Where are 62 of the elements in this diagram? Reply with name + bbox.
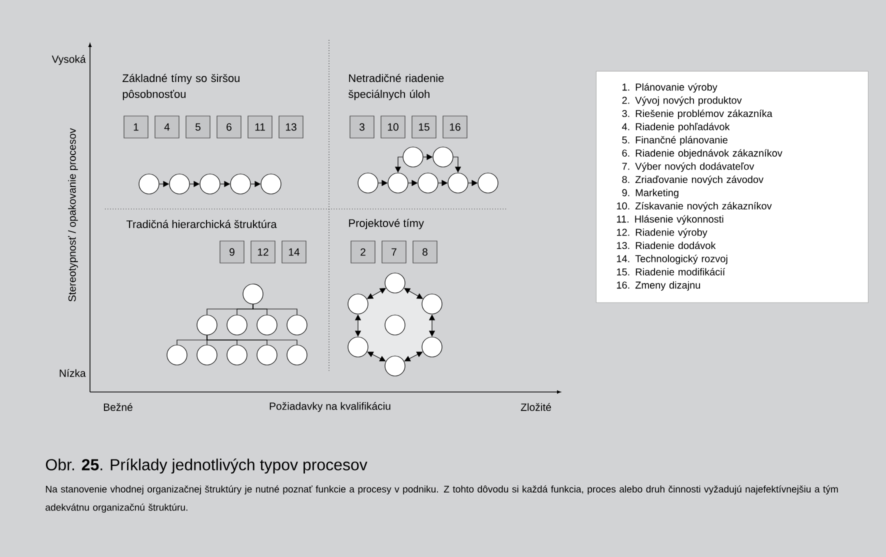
process-circle — [388, 172, 408, 194]
process-circle — [384, 272, 406, 294]
axis-label: Bežné — [104, 403, 132, 411]
process-circle — [286, 344, 308, 366]
process-circle — [422, 336, 442, 358]
number-box: 6 — [216, 116, 242, 138]
process-circle — [348, 336, 368, 358]
quadrant-title: Projektové tímy — [349, 218, 424, 230]
process-circle — [260, 174, 282, 194]
number-box: 9 — [220, 240, 244, 264]
quadrant-title: Tradičná hierarchická štruktúra — [126, 220, 277, 228]
process-circle — [169, 174, 190, 194]
axis-label: Nízka — [60, 369, 86, 377]
arrow — [404, 352, 423, 362]
number-box: 2 — [350, 240, 376, 264]
number-box: 7 — [382, 240, 406, 264]
process-circle — [242, 284, 264, 304]
caption: Obr. 25. Príklady jednotlivých typov procesov — [46, 458, 368, 474]
process-circle — [230, 174, 251, 194]
process-circle — [196, 314, 218, 336]
process-circle — [166, 344, 188, 366]
process-circle — [226, 314, 248, 336]
number-box: 10 — [380, 116, 406, 138]
process-circle — [286, 314, 308, 336]
number-box: 15 — [412, 116, 436, 138]
process-circle — [348, 294, 368, 314]
process-circle — [418, 172, 438, 194]
numbered-list-box: 1. Plánovanie výroby 2. Vývoj nových produktov 3. Riešenie problémov zákazníka 4. Riadenie pohľadávok 5. Finančné plánovanie 6. Riadenie objednávok zákazníkov 7. Výber nových dodávateľov 8. Zriaďovanie nových závodov 9. Marketing 10. Získavanie nových zákazníkov 11. Hlásenie výkonnosti 12. Riadenie výroby 13. Riadenie dodávok 14. Technologický rozvoj 15. Riadenie modifikácií 16. Zmeny dizajnu — [596, 71, 868, 303]
number-box: 13 — [278, 116, 304, 138]
number-box: 16 — [442, 116, 468, 138]
number-box: 14 — [282, 240, 306, 264]
process-circle — [448, 172, 468, 194]
axis-label: Zložité — [520, 403, 551, 411]
axis-title: Požiadavky na kvalifikáciu — [270, 402, 390, 412]
process-circle — [432, 146, 454, 168]
number-box: 5 — [186, 116, 210, 138]
quadrant-title: Netradičné riadenie špeciálnych úloh — [348, 74, 444, 100]
arrow — [367, 352, 386, 362]
number-box: 11 — [248, 116, 272, 138]
process-circle — [226, 344, 248, 366]
number-box: 1 — [124, 116, 148, 138]
process-circle — [256, 344, 278, 366]
quadrant-title: Základné tímy so širšou pôsobnosťou — [122, 74, 240, 100]
process-circle — [138, 174, 160, 194]
process-circle — [256, 314, 278, 336]
process-circle — [478, 172, 498, 194]
process-circle — [384, 356, 406, 376]
process-circle — [422, 294, 442, 314]
number-box: 12 — [250, 240, 276, 264]
description-text: Na stanovenie vhodnej organizačnej štruktúry je nutné poznať funkcie a procesy v podniku. Z tohto dôvodu si každá funkcia, proces alebo druh činnosti vyžadujú najefektívnejšiu a tým adekvátnu organizačnú štruktúru. — [46, 485, 838, 513]
process-circle — [358, 172, 378, 194]
process-circle — [402, 146, 424, 168]
number-box: 4 — [154, 116, 180, 138]
number-box: 3 — [350, 116, 374, 138]
number-box: 8 — [412, 240, 438, 264]
process-circle — [196, 344, 218, 366]
connector-line — [252, 304, 298, 315]
process-circle — [200, 174, 220, 194]
axis-title: Stereotypnosť / opakovanie procesov — [68, 128, 78, 302]
process-circle — [384, 314, 406, 336]
connector-line — [206, 335, 298, 345]
axis-label: Vysoká — [52, 55, 86, 65]
